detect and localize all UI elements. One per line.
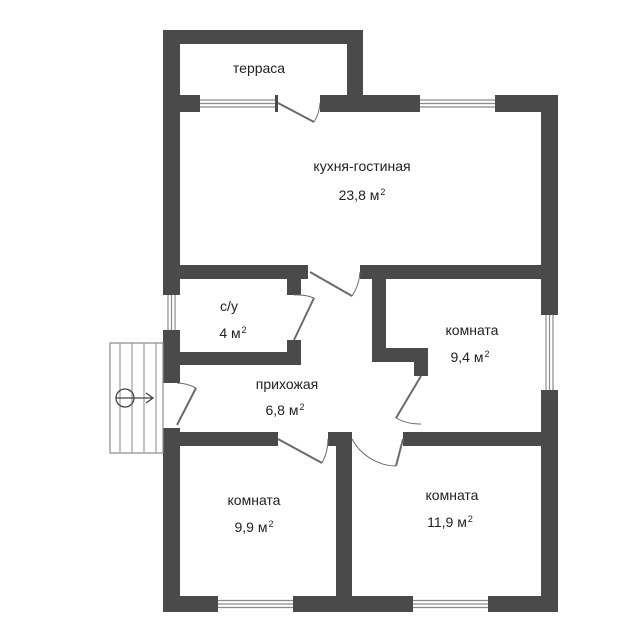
room-area-hall-value: 6,8 м — [265, 402, 299, 418]
room-area-kitchen: 23,8 м2 — [339, 187, 386, 203]
area-unit-exponent: 2 — [268, 519, 274, 529]
room-area-room-right: 9,4 м2 — [451, 349, 490, 365]
room-area-bath-value: 4 м — [219, 325, 241, 341]
area-unit-exponent: 2 — [241, 325, 247, 335]
room-area-kitchen-value: 23,8 м — [338, 187, 380, 203]
room-name-hall: прихожая — [255, 376, 319, 392]
wall-hall-room-br — [403, 432, 550, 446]
area-unit-exponent: 2 — [484, 349, 490, 359]
room-area-hall: 6,8 м2 — [266, 402, 305, 418]
room-area-room-br: 11,9 м2 — [427, 514, 473, 530]
room-name-room-right: комната — [445, 322, 499, 338]
entrance-opening — [163, 383, 180, 428]
entrance-arrow-icon — [115, 388, 155, 408]
room-name-terrace: терраса — [232, 60, 286, 76]
window-room-right — [541, 315, 558, 390]
room-name-room-br: комната — [425, 487, 479, 503]
wall-bath-hall — [163, 352, 301, 365]
window-kitchen — [420, 95, 495, 112]
window-bath — [163, 295, 180, 330]
bath-wall-upper — [287, 265, 301, 295]
door-room-right — [395, 375, 428, 425]
terrace-wall-top — [163, 30, 363, 44]
terrace-wall-right — [347, 30, 363, 112]
door-room-bl — [277, 432, 329, 464]
room-area-room-right-value: 9,4 м — [450, 349, 484, 365]
area-unit-exponent: 2 — [380, 187, 386, 197]
door-entrance — [176, 382, 197, 426]
room-area-room-bl-value: 9,9 м — [234, 519, 268, 535]
window-room-bl — [218, 596, 293, 612]
room-right-wall-stub — [414, 348, 428, 376]
door-terrace — [277, 95, 321, 123]
door-room-br — [351, 432, 404, 467]
wall-kitchen-bath — [163, 265, 308, 279]
window-room-br — [413, 596, 488, 612]
room-name-bath: с/у — [220, 298, 238, 314]
area-unit-exponent: 2 — [467, 514, 473, 524]
room-right-wall-upper — [372, 265, 386, 360]
door-bath — [287, 294, 315, 341]
wall-hall-room-bl — [163, 432, 278, 446]
window-terrace — [200, 95, 275, 112]
area-unit-exponent: 2 — [299, 402, 305, 412]
room-area-room-bl: 9,9 м2 — [235, 519, 274, 535]
door-kitchen-hall — [308, 265, 361, 297]
wall-between-rooms — [336, 432, 352, 607]
wall-kitchen-right — [360, 265, 550, 279]
room-name-kitchen: кухня-гостиная — [313, 158, 411, 174]
room-name-room-bl: комната — [227, 492, 281, 508]
room-area-room-br-value: 11,9 м — [427, 514, 467, 530]
room-area-bath: 4 м2 — [219, 325, 246, 341]
